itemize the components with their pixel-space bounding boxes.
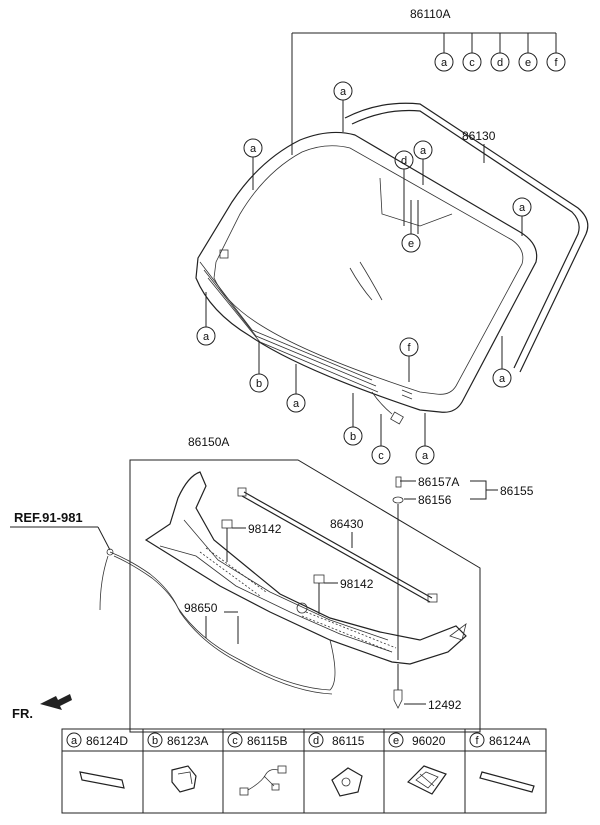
callout-c: c xyxy=(378,450,384,462)
sensor-mount-icon xyxy=(406,765,447,795)
clip-86157A-label: 86157A xyxy=(418,475,459,489)
callout-a: a xyxy=(422,450,429,462)
callout-c: c xyxy=(469,57,475,69)
callout-a: a xyxy=(499,373,506,385)
reference-callout: REF.91-981 xyxy=(10,510,114,611)
bracket-icon xyxy=(331,767,363,797)
glass-callouts: a a d a a e a a f b a b c a xyxy=(196,81,532,465)
parts-legend-table: a 86124D b 86123A c 86115B d 86115 e 960… xyxy=(61,728,547,814)
callout-a: a xyxy=(441,57,448,69)
callout-a: a xyxy=(420,145,427,157)
main-assembly-label: 86110A xyxy=(410,7,450,21)
clip-icon xyxy=(171,765,197,793)
callout-e: e xyxy=(408,238,414,250)
group-86155-label: 86155 xyxy=(500,484,534,498)
wire-harness-icon xyxy=(239,765,287,796)
front-arrow-icon xyxy=(40,694,72,710)
legend-part-number: 86115 xyxy=(332,734,365,748)
legend-part-number: 86115B xyxy=(247,734,287,748)
clip-98142-label: 98142 xyxy=(340,577,374,591)
trim-strip-icon xyxy=(479,771,535,793)
callout-d: d xyxy=(497,57,503,69)
legend-code: b xyxy=(152,735,158,747)
legend-code: d xyxy=(313,735,319,747)
front-label: FR. xyxy=(12,706,33,721)
callout-a: a xyxy=(519,202,526,214)
legend-code: e xyxy=(393,735,399,747)
windshield-glass-callout: 86130 xyxy=(462,129,496,163)
legend-part-number: 96020 xyxy=(412,734,446,748)
legend-code: f xyxy=(475,735,479,747)
wiper-strip-label: 86430 xyxy=(330,517,364,531)
callout-b: b xyxy=(350,431,356,443)
windshield-glass-label: 86130 xyxy=(462,129,496,143)
cowl-panel-group: 86150A 86430 98142 98142 86157A xyxy=(109,435,534,733)
callout-a: a xyxy=(250,143,257,155)
callout-b: b xyxy=(256,378,262,390)
legend-code: a xyxy=(71,735,78,747)
callout-f: f xyxy=(554,57,558,69)
windshield-glass xyxy=(195,102,589,413)
molding-strip-icon xyxy=(79,771,125,789)
legend-part-number: 86123A xyxy=(167,734,208,748)
cowl-panel-label: 86150A xyxy=(188,435,229,449)
callout-a: a xyxy=(293,398,300,410)
main-assembly-callout: 86110A a c d e f xyxy=(291,7,566,155)
callout-d: d xyxy=(401,155,407,167)
clip-86156-label: 86156 xyxy=(418,493,452,507)
callout-f: f xyxy=(407,342,411,354)
legend-part-number: 86124A xyxy=(489,734,530,748)
callout-e: e xyxy=(525,57,531,69)
legend-code: c xyxy=(232,735,238,747)
screw-12492-label: 12492 xyxy=(428,698,462,712)
callout-a: a xyxy=(340,86,347,98)
legend-part-number: 86124D xyxy=(86,734,128,748)
ref-label: REF.91-981 xyxy=(14,510,83,525)
clip-98142-label: 98142 xyxy=(248,522,282,536)
hose-98650-label: 98650 xyxy=(184,601,218,615)
callout-a: a xyxy=(203,331,210,343)
front-direction-indicator: FR. xyxy=(12,694,72,721)
